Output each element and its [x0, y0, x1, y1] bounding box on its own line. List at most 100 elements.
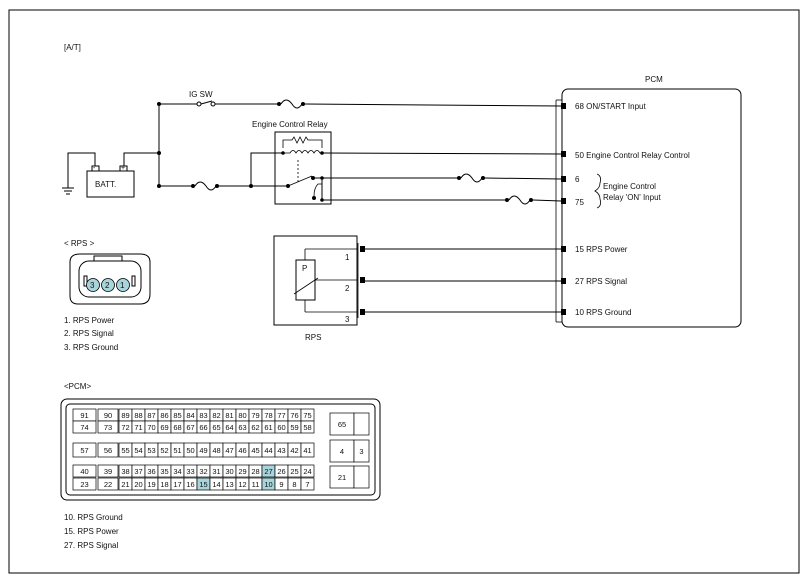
- pcm-connector-pin-label: 80: [238, 411, 246, 420]
- pcm-connector-pin-label: 7: [305, 480, 309, 489]
- pcm-connector-pin-label: 36: [147, 467, 155, 476]
- pcm-connector-pin-label: 60: [277, 423, 285, 432]
- pcm-pin-75: 75: [575, 198, 584, 207]
- pcm-connector-pin-label: 44: [264, 446, 272, 455]
- pcm-connector-pin-label: 15: [199, 480, 207, 489]
- pcm-connector-pin-label: 61: [264, 423, 272, 432]
- rps-legend-2: 2. RPS Signal: [64, 329, 114, 338]
- pcm-title: PCM: [645, 75, 663, 84]
- pcm-connector-pin-label: 64: [225, 423, 233, 432]
- pcm-connector-side-label: 65: [338, 420, 346, 429]
- pcm-connector-pin-label: 75: [303, 411, 311, 420]
- rps-label: RPS: [305, 333, 321, 342]
- pcm-connector-cell: [300, 420, 315, 434]
- pcm-connector-pin-label: 76: [290, 411, 298, 420]
- pcm-connector-pin-label: 43: [277, 446, 285, 455]
- rps-connector-pin-1: 1: [120, 281, 125, 290]
- pcm-connector-pin-label: 24: [303, 467, 311, 476]
- pcm-connector-pin-label: 48: [212, 446, 220, 455]
- pcm-connector-pin-label: 65: [212, 423, 220, 432]
- rps-p-label: P: [302, 264, 307, 273]
- pcm-connector-pin-label: 72: [121, 423, 129, 432]
- pcm-connector-cell: [72, 477, 97, 491]
- relay-on-label-2: Relay 'ON' Input: [603, 193, 662, 202]
- pcm-connector-side-cell: [353, 412, 370, 436]
- pcm-connector-side-label: 3: [359, 447, 363, 456]
- pcm-connector-pin-label: 85: [173, 411, 181, 420]
- relay-label: Engine Control Relay: [252, 120, 328, 129]
- pcm-connector-pin-label: 10: [264, 480, 272, 489]
- pcm-connector-pin-label: 40: [80, 467, 88, 476]
- battery-plus: +: [121, 165, 125, 172]
- pcm-connector-pin-label: 82: [212, 411, 220, 420]
- pcm-connector-pin-label: 52: [160, 446, 168, 455]
- pcm-connector-pin-label: 38: [121, 467, 129, 476]
- battery-minus: -: [93, 165, 96, 172]
- pcm-connector-pin-label: 25: [290, 467, 298, 476]
- pcm-connector-pin-label: 19: [147, 480, 155, 489]
- pcm-connector-cell: [72, 464, 97, 478]
- pcm-connector-pin-label: 84: [186, 411, 194, 420]
- ig-sw-label: IG SW: [189, 90, 213, 99]
- pcm-connector-pin-label: 56: [104, 446, 112, 455]
- pcm-connector-cell: [97, 464, 119, 478]
- pcm-connector-cell: [72, 442, 97, 458]
- pcm-legend-1: 10. RPS Ground: [64, 513, 123, 522]
- fuse-battery: [194, 181, 217, 191]
- pcm-connector-pin-label: 17: [173, 480, 181, 489]
- pcm-connector-pin-label: 46: [238, 446, 246, 455]
- pcm-connector-side-label: 21: [338, 473, 346, 482]
- pcm-connector-pin-label: 87: [147, 411, 155, 420]
- rps-pin-2: 2: [345, 284, 350, 293]
- ground-symbol: [62, 152, 96, 195]
- pcm-connector-pin-label: 71: [134, 423, 142, 432]
- pcm-connector-cell: [97, 420, 119, 434]
- pcm-pin-50: 50 Engine Control Relay Control: [575, 151, 690, 160]
- pcm-connector-pin-label: 50: [186, 446, 194, 455]
- relay-coil: [283, 150, 322, 154]
- pcm-connector-cell: [97, 477, 119, 491]
- pcm-connector-pin-label: 73: [104, 423, 112, 432]
- pcm-connector-pin-label: 11: [252, 480, 260, 489]
- pcm-connector-pin-label: 62: [251, 423, 259, 432]
- pcm-connector-pin-label: 86: [160, 411, 168, 420]
- pcm-connector-pin-label: 9: [279, 480, 283, 489]
- rps-legend-1: 1. RPS Power: [64, 316, 115, 325]
- pcm-connector-pin-label: 30: [225, 467, 233, 476]
- pcm-connector-pin-label: 39: [104, 467, 112, 476]
- pcm-connector-pin-label: 16: [186, 480, 194, 489]
- pcm-connector-pin-label: 45: [251, 446, 259, 455]
- pcm-connector-pin-label: 74: [80, 423, 88, 432]
- pcm-connector-pin-label: 14: [212, 480, 220, 489]
- pcm-connector-pin-label: 23: [80, 480, 88, 489]
- pcm-connector-pin-label: 13: [225, 480, 233, 489]
- pcm-connector-pin-label: 20: [134, 480, 142, 489]
- pcm-pin-15: 15 RPS Power: [575, 245, 628, 254]
- fuse-pin-6: [460, 173, 483, 183]
- pcm-box: [561, 88, 742, 328]
- pcm-connector-pin-label: 28: [251, 467, 259, 476]
- pcm-connector-pin-label: 29: [238, 467, 246, 476]
- rps-connector-pin-2: 2: [105, 281, 110, 290]
- pcm-connector-pin-label: 33: [186, 467, 194, 476]
- pcm-connector-pin-label: 83: [199, 411, 207, 420]
- pcm-connector-header: <PCM>: [64, 382, 91, 391]
- variant-label: [A/T]: [64, 43, 81, 52]
- pcm-connector-pin-label: 42: [290, 446, 298, 455]
- pcm-connector-pin-label: 79: [251, 411, 259, 420]
- pcm-connector-pin-label: 35: [160, 467, 168, 476]
- relay-on-label-1: Engine Control: [603, 182, 656, 191]
- pcm-connector-pin-label: 53: [147, 446, 155, 455]
- pcm-connector-pin-label: 81: [225, 411, 233, 420]
- ig-switch-contact-right: [210, 101, 216, 107]
- pcm-connector-side-label: 4: [340, 447, 344, 456]
- pcm-connector-pin-label: 90: [104, 411, 112, 420]
- pcm-connector-pin-label: 78: [264, 411, 272, 420]
- pcm-connector-pin-label: 66: [199, 423, 207, 432]
- fuse-ig: [280, 99, 303, 109]
- pcm-connector-pin-label: 57: [80, 446, 88, 455]
- relay-on-brace: [594, 173, 601, 209]
- ig-switch-contact-left: [196, 101, 202, 107]
- pcm-pin-10: 10 RPS Ground: [575, 308, 631, 317]
